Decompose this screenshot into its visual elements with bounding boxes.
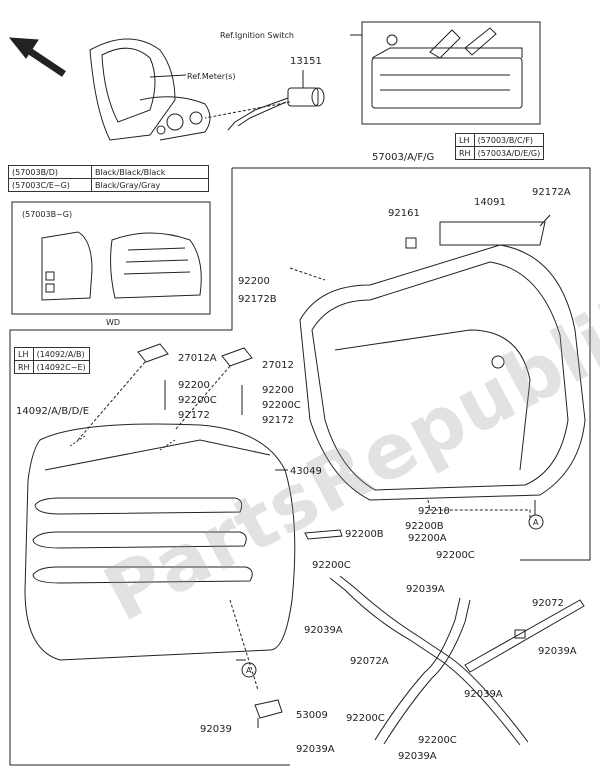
circle-a-label: A xyxy=(533,518,539,527)
hinge-27012A xyxy=(137,343,169,363)
part-label: 92200C xyxy=(262,400,301,411)
part-label: 57003/A/F/G xyxy=(372,152,435,163)
left-case xyxy=(24,423,296,661)
case-rear-view xyxy=(41,231,93,301)
color-table: (57003B/D) Black/Black/Black (57003C/E~G… xyxy=(8,165,209,192)
part-label: 27012A xyxy=(178,353,217,364)
part-label: 92172A xyxy=(532,187,571,198)
ref-ignition-switch-label: Ref.Ignition Switch xyxy=(220,31,294,40)
part-label: 92039A xyxy=(538,646,577,657)
strap-92072 xyxy=(464,599,585,673)
codes-cell: (57003A/D/E/G) xyxy=(473,146,545,160)
side-cell: RH xyxy=(14,360,34,374)
arrow-head-icon xyxy=(8,37,39,59)
codes-cell: (57003/B/C/F) xyxy=(473,133,545,147)
part-label: 92200B xyxy=(405,521,444,532)
part-label: 92039A xyxy=(296,744,335,755)
part-label: 92210 xyxy=(418,506,450,517)
strap-92072A xyxy=(329,577,521,746)
part-label: 92039A xyxy=(304,625,343,636)
side-row: RH(57003A/D/E/G) xyxy=(455,146,545,160)
ref-meter-label: Ref.Meter(s) xyxy=(187,72,236,81)
part-13151-label: 13151 xyxy=(290,56,322,67)
part-label: 92039A xyxy=(398,751,437,762)
case-side-view xyxy=(110,232,202,299)
part-label: 92200 xyxy=(262,385,294,396)
meter-housing xyxy=(89,38,176,141)
part-label: 43049 xyxy=(290,466,322,477)
part-label: 53009 xyxy=(296,710,328,721)
part-label: 92200 xyxy=(178,380,210,391)
side-row: RH(14092C~E) xyxy=(14,360,90,374)
ignition-module xyxy=(371,57,523,109)
part-label: 92172B xyxy=(238,294,277,305)
hinge-27012 xyxy=(221,347,253,367)
part-label: 92200C xyxy=(418,735,457,746)
color-value: Black/Black/Black xyxy=(91,165,209,179)
part-label: 92200B xyxy=(345,529,384,540)
part-label: 92072A xyxy=(350,656,389,667)
ignition-switch-frame xyxy=(361,21,541,125)
part-label: 92200 xyxy=(238,276,270,287)
part-label: 92200C xyxy=(312,560,351,571)
side-cell: RH xyxy=(455,146,475,160)
part-label: 92200C xyxy=(346,713,385,724)
part-label: 92039A xyxy=(406,584,445,595)
part-label: 92072 xyxy=(532,598,564,609)
inset-title: (57003B~G) xyxy=(22,210,73,219)
color-code: (57003C/E~G) xyxy=(8,178,92,192)
part-label: 92200A xyxy=(408,533,447,544)
part-label: 92200C xyxy=(178,395,217,406)
side-table-left: LH(14092/A/B) RH(14092C~E) xyxy=(14,347,90,374)
part-label: 92161 xyxy=(388,208,420,219)
codes-cell: (14092C~E) xyxy=(32,360,90,374)
key-icon xyxy=(429,29,461,59)
side-table-right: LH(57003/B/C/F) RH(57003A/D/E/G) xyxy=(455,133,545,160)
side-row: LH(14092/A/B) xyxy=(14,347,90,361)
part-label: 92039 xyxy=(200,724,232,735)
part-label: 14091 xyxy=(474,197,506,208)
inset-frame xyxy=(11,201,211,315)
circle-a-label: A xyxy=(246,666,252,675)
color-code: (57003B/D) xyxy=(8,165,92,179)
color-row: (57003B/D) Black/Black/Black xyxy=(8,165,209,179)
part-label: 92172 xyxy=(178,410,210,421)
color-row: (57003C/E~G) Black/Gray/Gray xyxy=(8,178,209,192)
codes-cell: (14092/A/B) xyxy=(32,347,90,361)
part-label: 92200C xyxy=(436,550,475,561)
circle-a-marker xyxy=(528,514,544,530)
side-cell: LH xyxy=(455,133,475,147)
right-case xyxy=(299,244,586,501)
lock-53009 xyxy=(254,699,283,719)
side-row: LH(57003/B/C/F) xyxy=(455,133,545,147)
part-label: 92172 xyxy=(262,415,294,426)
part-label: 92039A xyxy=(464,689,503,700)
inset-caption: WD xyxy=(106,318,121,327)
case-lid-part xyxy=(439,221,546,246)
part-label: 27012 xyxy=(262,360,294,371)
side-cell: LH xyxy=(14,347,34,361)
part-label: 14092/A/B/D/E xyxy=(16,406,90,417)
color-value: Black/Gray/Gray xyxy=(91,178,209,192)
